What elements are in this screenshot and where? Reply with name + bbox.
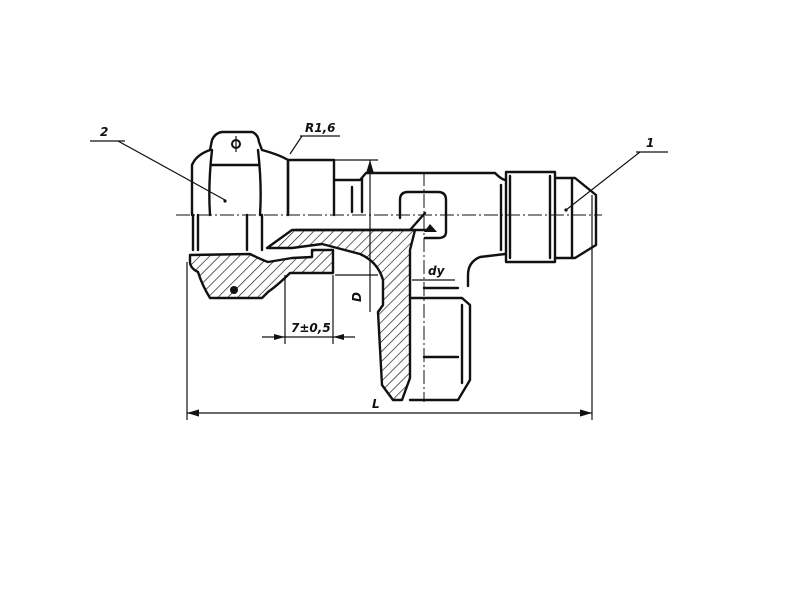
nut-section-hatched <box>188 248 335 300</box>
surface-finish-mark: R1,6 <box>289 121 340 155</box>
diameter-label: D <box>350 292 364 302</box>
fitting-body <box>265 158 598 402</box>
callout-part-2: 2 <box>90 125 227 203</box>
dimension-bore: dy <box>412 264 455 281</box>
union-nut <box>190 130 290 252</box>
bore-label: dy <box>428 264 446 278</box>
body-section-hatched <box>265 228 417 402</box>
dimension-length: L <box>186 195 593 420</box>
callout-1-label: 1 <box>646 136 654 150</box>
callout-2-label: 2 <box>100 125 108 139</box>
offset-label: 7±0,5 <box>291 321 331 335</box>
surface-finish-label: R1,6 <box>305 121 336 135</box>
dimension-offset: 7±0,5 <box>262 275 355 344</box>
length-label: L <box>372 397 380 411</box>
callout-part-1: 1 <box>564 136 668 212</box>
dimension-diameter: D <box>335 159 378 312</box>
